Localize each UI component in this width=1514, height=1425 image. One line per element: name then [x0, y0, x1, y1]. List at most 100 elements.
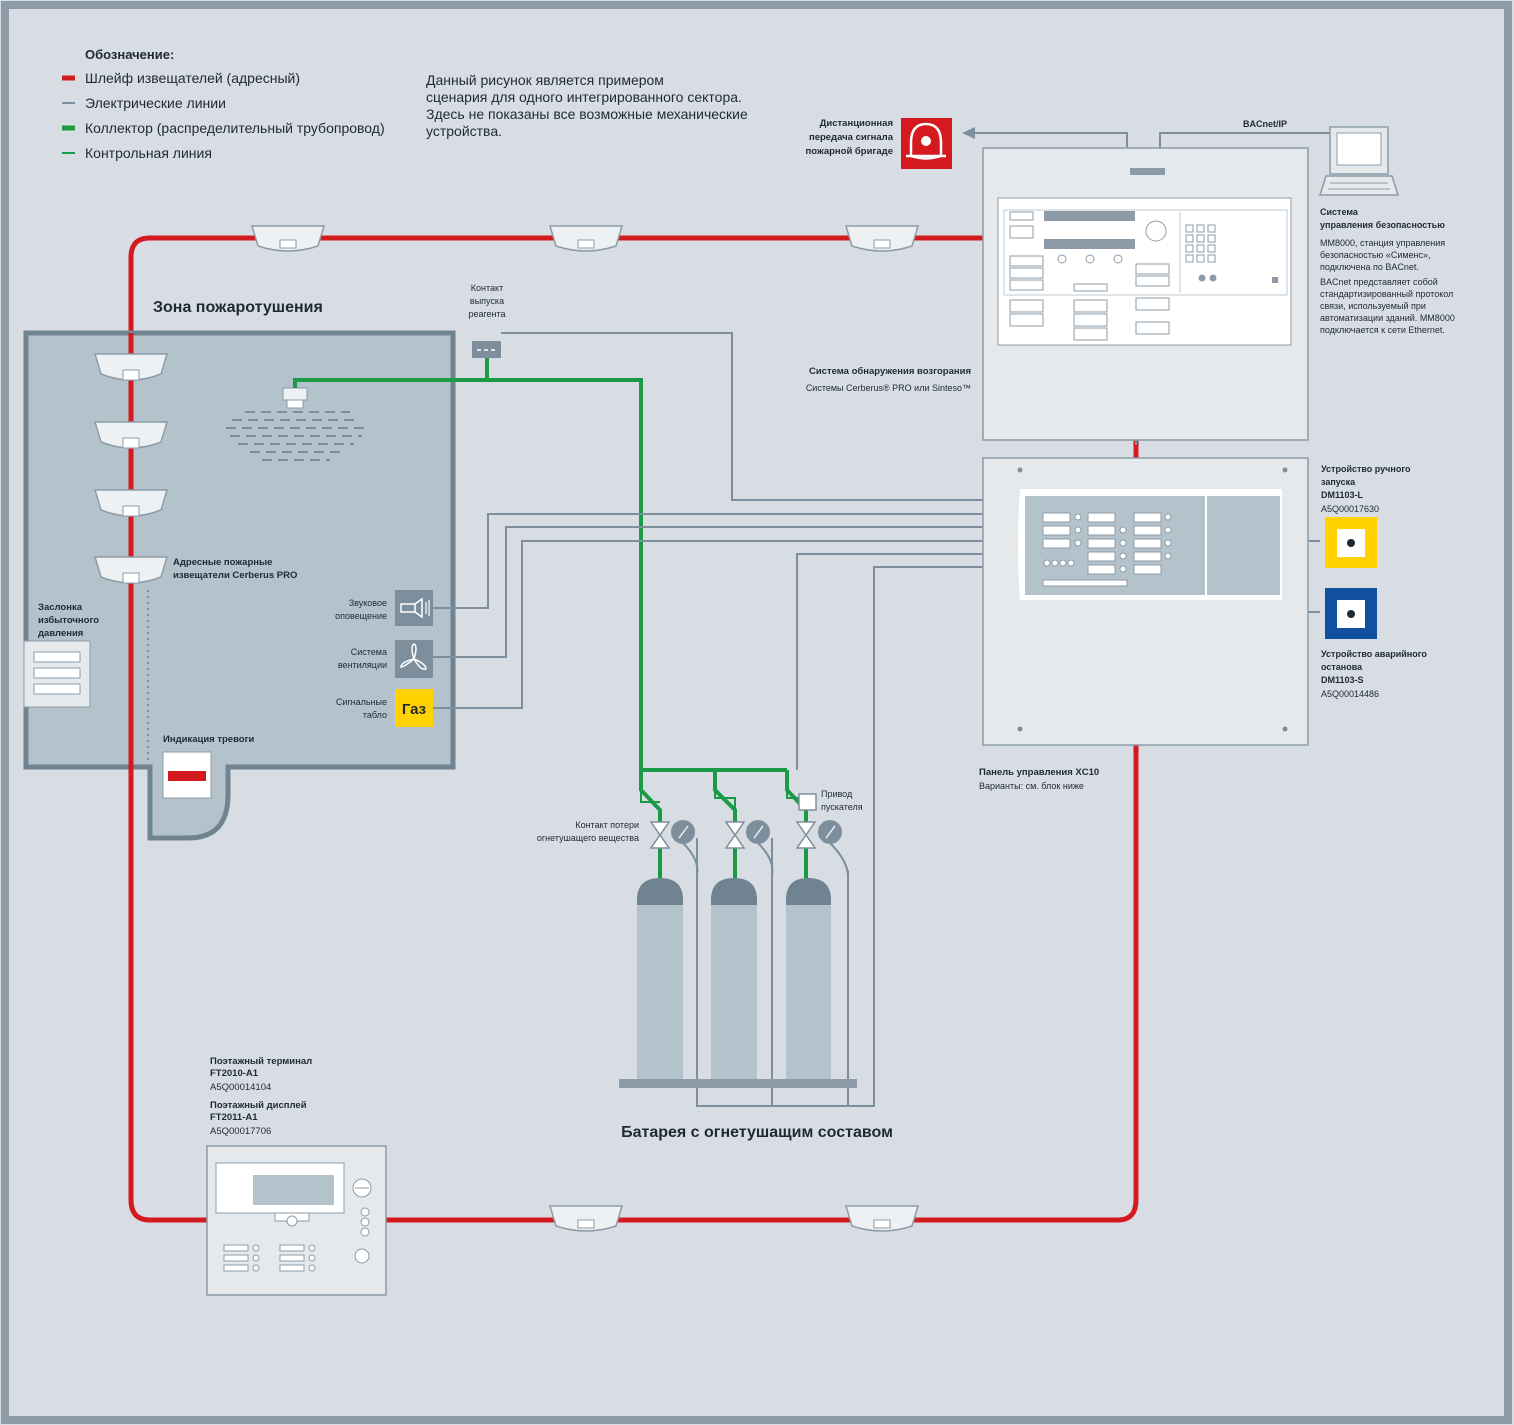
detector-icon: [93, 556, 169, 584]
release-contact-label: выпуска: [470, 296, 504, 306]
detector-icon: [93, 353, 169, 381]
floor-terminal-label: FT2010-A1: [210, 1068, 259, 1079]
remote-transmission-label: передача сигнала: [809, 132, 894, 143]
management-desc: автоматизации зданий. MM8000: [1320, 313, 1455, 323]
legend: Обозначение: Шлейф извещателей (адресный…: [62, 47, 385, 161]
management-desc: подключена по BACnet.: [1320, 262, 1419, 272]
fire-zone: [23, 330, 456, 841]
gas-sign: [395, 689, 433, 727]
floor-display-code: A5Q00017706: [210, 1126, 271, 1137]
valve-icon: [649, 821, 817, 849]
battery-title: Батарея с огнетушащим составом: [621, 1124, 893, 1141]
manual-release-title: DM1103-L: [1321, 490, 1364, 500]
remote-transmission-label: Дистанционная: [820, 118, 893, 129]
floor-terminal: [206, 1145, 387, 1296]
extinguishing-cylinder: [637, 878, 683, 1080]
ventilation-label: Система: [351, 647, 387, 657]
detectors-label: Адресные пожарные: [173, 557, 272, 568]
fan-icon: [395, 640, 433, 678]
detector-icon: [548, 1205, 624, 1232]
actuator-icon: [798, 793, 817, 811]
pressure-damper-label: избыточного: [38, 615, 99, 626]
pressure-damper-label: давления: [38, 628, 83, 639]
emergency-stop-title: Устройство аварийного: [1321, 649, 1427, 659]
zone-title: Зона пожаротушения: [153, 299, 323, 316]
loss-contact-label: Контакт потери: [575, 820, 639, 830]
gas-sign-text: Газ: [402, 701, 426, 718]
sounder-icon: [395, 590, 433, 626]
actuator-label: пускателя: [821, 802, 863, 812]
nozzle-icon: [282, 387, 308, 409]
emergency-stop-code: A5Q00014486: [1321, 689, 1379, 699]
cylinder-rack: [619, 1079, 857, 1088]
pressure-damper: [23, 640, 91, 708]
legend-item: Коллектор (распределительный трубопровод…: [85, 120, 385, 136]
detectors-label: извещатели Cerberus PRO: [173, 570, 297, 581]
alarm-indication-label: Индикация тревоги: [163, 734, 255, 745]
detector-loop: [128, 235, 1139, 1223]
floor-display-label: Поэтажный дисплей: [210, 1100, 307, 1111]
gas-discharge-icon: [226, 411, 366, 461]
signal-boards-label: табло: [363, 710, 387, 720]
detector-icon: [548, 225, 624, 252]
remote-transmission-label: пожарной бригаде: [806, 146, 893, 157]
ventilation-label: вентиляции: [338, 660, 387, 670]
management-desc: BACnet представляет собой: [1320, 277, 1438, 287]
sounder-label: оповещение: [335, 611, 387, 621]
manual-release-code: A5Q00017630: [1321, 504, 1379, 514]
extinguishing-cylinder: [786, 878, 831, 1080]
pressure-switch-icon: [671, 820, 842, 844]
legend-title: Обозначение:: [85, 47, 174, 62]
scenario-note: Данный рисунок является примером сценари…: [426, 72, 748, 139]
floor-terminal-label: Поэтажный терминал: [210, 1056, 312, 1067]
emergency-stop-button: [1325, 588, 1377, 639]
legend-item: Шлейф извещателей (адресный): [85, 70, 300, 86]
management-desc: стандартизированный протокол: [1320, 289, 1453, 299]
legend-item: Контрольная линия: [85, 145, 212, 161]
detector-icon: [844, 225, 920, 252]
sounder-label: Звуковое: [349, 598, 387, 608]
arrow-icon: [962, 127, 975, 139]
fire-detection-panel: [982, 147, 1309, 441]
electrical-lines: [433, 132, 1330, 1107]
management-title: Система: [1320, 207, 1359, 217]
detection-system-subtitle: Системы Cerberus® PRO или Sinteso™: [806, 383, 971, 393]
release-contact-switch: [472, 341, 501, 358]
note-line: сценария для одного интегрированного сек…: [426, 89, 742, 105]
management-desc: подключается к сети Ethernet.: [1320, 325, 1445, 335]
detection-system-title: Система обнаружения возгорания: [809, 366, 971, 377]
note-line: Данный рисунок является примером: [426, 72, 664, 88]
pipe-manifold: [293, 358, 808, 878]
legend-item: Электрические линии: [85, 95, 226, 111]
management-title: управления безопасностью: [1320, 220, 1445, 230]
detector-icon: [844, 1205, 920, 1232]
detector-icon: [93, 421, 169, 449]
management-desc: MM8000, станция управления: [1320, 238, 1445, 248]
floor-terminal-code: A5Q00014104: [210, 1082, 271, 1093]
emergency-stop-title: DM1103-S: [1321, 675, 1364, 685]
detector-icon: [250, 225, 326, 252]
alarm-indicator: [162, 751, 212, 799]
fire-brigade-icon: [901, 118, 952, 169]
detector-icon: [93, 489, 169, 517]
release-contact-label: Контакт: [471, 283, 503, 293]
manual-release-button: [1325, 517, 1377, 568]
actuator-label: Привод: [821, 789, 853, 799]
xc10-title: Панель управления XC10: [979, 767, 1099, 778]
note-line: Здесь не показаны все возможные механиче…: [426, 106, 748, 122]
signal-boards-label: Сигнальные: [336, 697, 387, 707]
manual-release-title: запуска: [1321, 477, 1356, 487]
emergency-stop-title: останова: [1321, 662, 1363, 672]
loss-contact-label: огнетушащего вещества: [537, 833, 639, 843]
bacnet-label: BACnet/IP: [1243, 119, 1287, 129]
xc10-subtitle: Варианты: см. блок ниже: [979, 781, 1084, 791]
xc10-control-panel: [982, 457, 1309, 746]
extinguishing-cylinder: [711, 878, 757, 1080]
pressure-damper-label: Заслонка: [38, 602, 83, 613]
management-desc: безопасностью «Сименс»,: [1320, 250, 1431, 260]
release-contact-label: реагента: [468, 309, 505, 319]
manual-release-title: Устройство ручного: [1321, 464, 1411, 474]
computer-icon: [1318, 126, 1400, 196]
